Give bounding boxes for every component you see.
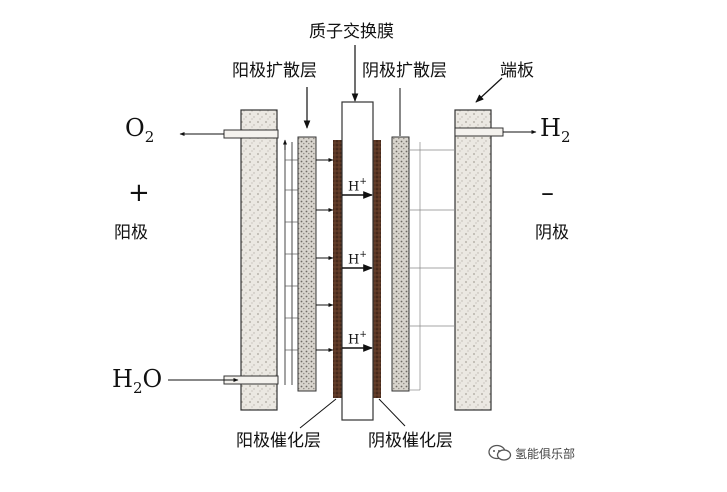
hydrogen-port bbox=[454, 127, 504, 137]
anode-end-plate bbox=[240, 109, 278, 411]
anode-catalyst-layer-label: 阳极催化层 bbox=[236, 431, 321, 451]
cathode-catalyst-layer-label: 阴极催化层 bbox=[368, 431, 453, 451]
anode-catalyst-leader bbox=[299, 398, 337, 429]
end-plate-label: 端板 bbox=[500, 61, 534, 81]
proton-exchange-membrane bbox=[341, 101, 374, 421]
cathode-diffusion-layer bbox=[391, 136, 410, 392]
anode-flow-arrows bbox=[316, 158, 334, 352]
hydrogen-label: H2 bbox=[540, 114, 571, 146]
cathode-catalyst-layer bbox=[373, 140, 381, 398]
end-plate-leader bbox=[475, 77, 503, 103]
cathode-diffusion-layer-label: 阴极扩散层 bbox=[362, 61, 447, 81]
cathode-minus-sign: – bbox=[541, 178, 554, 208]
cathode-catalyst-leader bbox=[378, 398, 406, 427]
anode-flow-lines bbox=[285, 159, 298, 351]
cathode-flow-lines bbox=[409, 142, 455, 391]
proton-label-2: H+ bbox=[348, 250, 367, 268]
cathode-label: 阴极 bbox=[535, 223, 569, 243]
anode-diffusion-layer bbox=[297, 136, 317, 392]
anode-catalyst-layer bbox=[333, 140, 342, 398]
water-label: H2O bbox=[112, 365, 163, 397]
proton-arrows bbox=[342, 191, 373, 352]
proton-label-1: H+ bbox=[348, 177, 367, 195]
watermark-text: 氢能俱乐部 bbox=[515, 447, 576, 461]
anode-label: 阳极 bbox=[114, 223, 148, 243]
anode-diffusion-layer-label: 阳极扩散层 bbox=[232, 61, 317, 81]
oxygen-label: O2 bbox=[125, 114, 155, 146]
wechat-icon bbox=[488, 444, 512, 461]
anode-plus-sign: + bbox=[128, 178, 150, 208]
proton-label-3: H+ bbox=[348, 330, 367, 348]
membrane-label: 质子交换膜 bbox=[309, 22, 394, 42]
oxygen-port bbox=[223, 129, 279, 139]
cathode-end-plate bbox=[454, 109, 492, 411]
